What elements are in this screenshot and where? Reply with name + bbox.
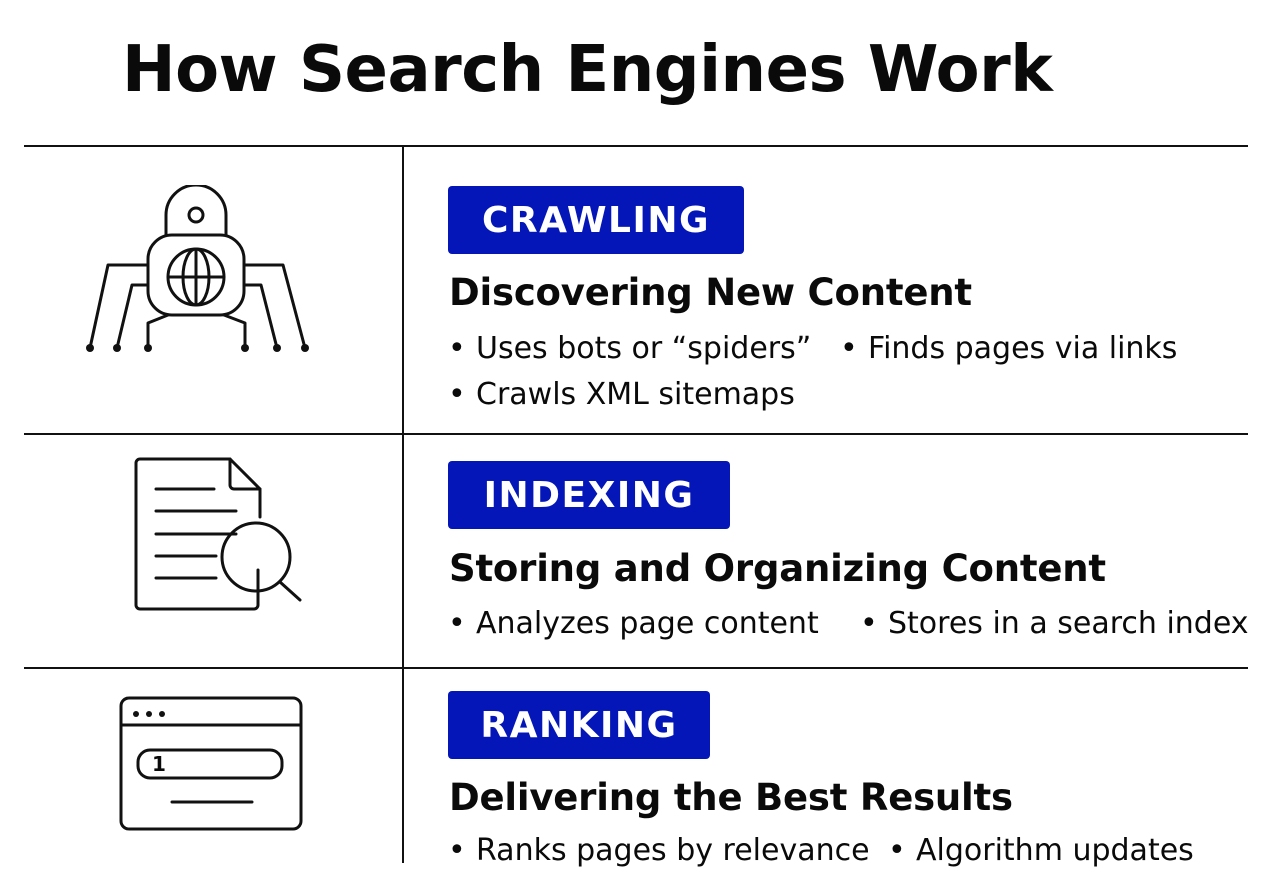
divider-vertical (402, 146, 404, 863)
browser-results-icon: 1 (118, 695, 308, 839)
badge-ranking: RANKING (448, 691, 710, 759)
bullet-item: •Crawls XML sitemaps (448, 377, 795, 412)
divider-row-2 (24, 667, 1248, 669)
bullet-item: •Algorithm updates (888, 833, 1194, 868)
page-title: How Search Engines Work (122, 33, 1053, 107)
heading-crawling: Discovering New Content (449, 271, 972, 314)
badge-crawling-label: CRAWLING (481, 199, 711, 241)
badge-ranking-label: RANKING (480, 704, 678, 746)
heading-ranking: Delivering the Best Results (449, 776, 1013, 819)
bullet-item: •Stores in a search index (860, 606, 1249, 641)
badge-indexing: INDEXING (448, 461, 730, 529)
document-magnifier-icon (130, 455, 310, 619)
divider-row-1 (24, 433, 1248, 435)
heading-indexing: Storing and Organizing Content (449, 547, 1106, 590)
result-rank-number: 1 (152, 752, 166, 776)
bullet-item: •Ranks pages by relevance (448, 833, 870, 868)
bullet-item: •Finds pages via links (840, 331, 1178, 366)
spider-globe-icon (80, 183, 320, 369)
bullet-item: •Analyzes page content (448, 606, 819, 641)
badge-indexing-label: INDEXING (483, 474, 695, 516)
badge-crawling: CRAWLING (448, 186, 744, 254)
bullet-item: •Uses bots or “spiders” (448, 331, 812, 366)
divider-top (24, 145, 1248, 147)
